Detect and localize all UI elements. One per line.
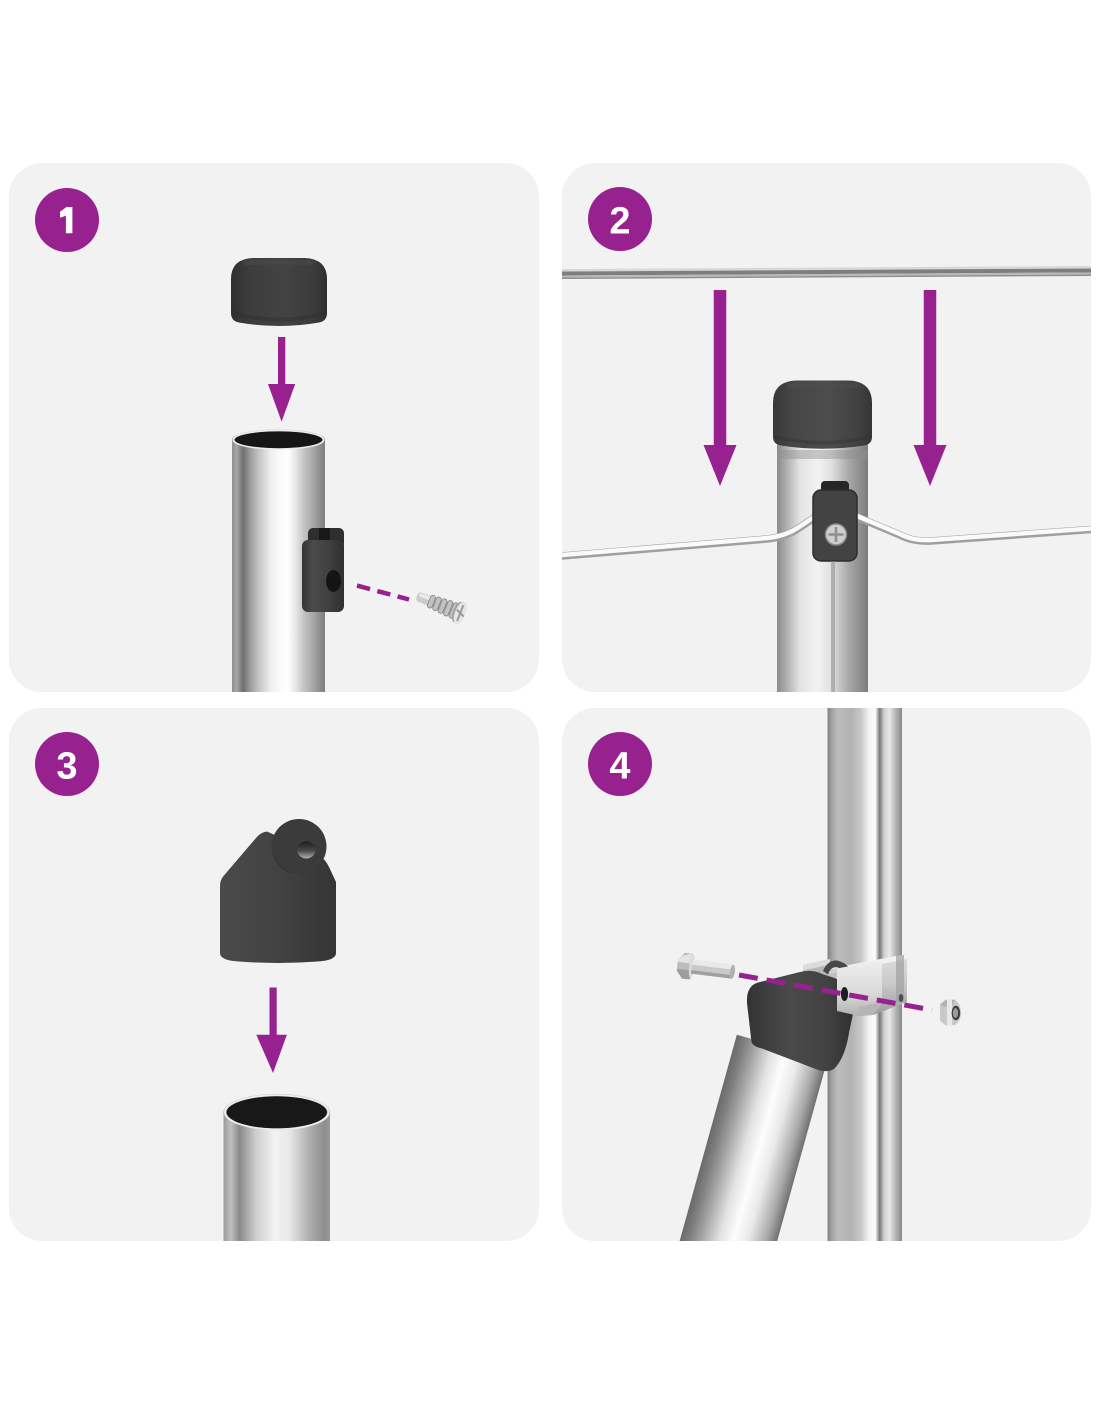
svg-text:3: 3 xyxy=(56,746,77,788)
svg-text:4: 4 xyxy=(609,746,630,788)
svg-text:2: 2 xyxy=(609,201,630,243)
